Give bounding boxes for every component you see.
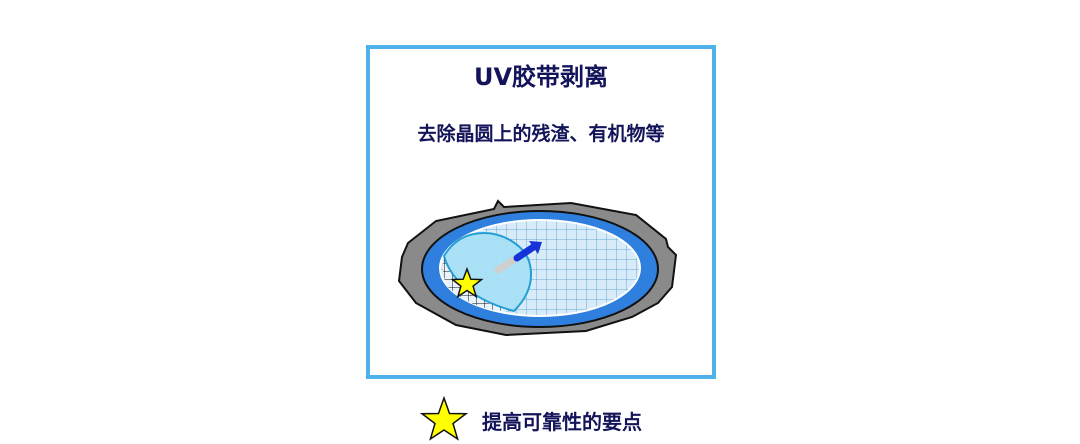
panel-title: UV胶带剥离	[473, 63, 609, 91]
peel-direction-arrow	[494, 241, 542, 274]
process-step-panel: UV胶带剥离 去除晶圆上的残渣、有机物等	[366, 45, 716, 379]
panel-subtitle: 去除晶圆上的残渣、有机物等	[417, 123, 665, 145]
reliability-point-star	[450, 266, 484, 299]
wafer-uv-tape-peeling-icon	[397, 199, 678, 337]
legend: 提高可靠性的要点	[418, 396, 642, 444]
legend-label: 提高可靠性的要点	[482, 409, 642, 434]
star-icon	[419, 396, 469, 441]
